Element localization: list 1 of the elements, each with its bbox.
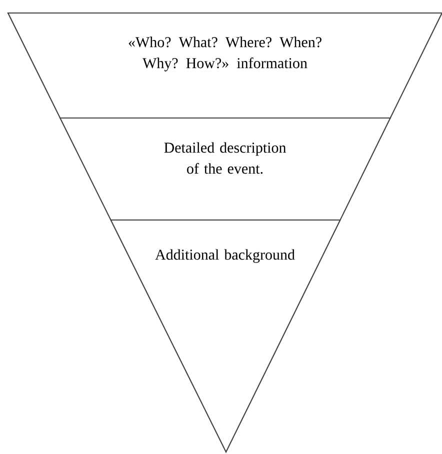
- band: «Who? What? Where? When? Why? How?» information: [7, 12, 442, 119]
